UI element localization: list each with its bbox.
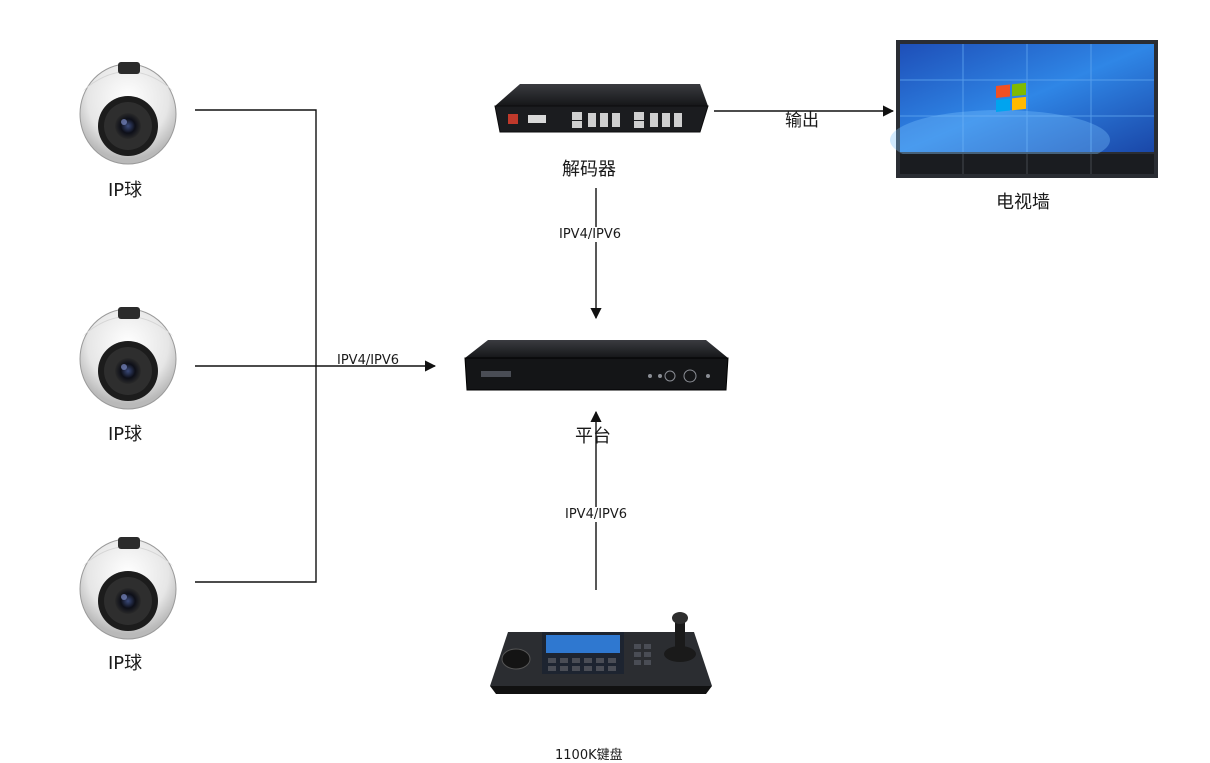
link-label-decoder: IPV4/IPV6 bbox=[559, 227, 622, 242]
control-keyboard-icon bbox=[490, 612, 712, 694]
dome-camera-icon bbox=[79, 307, 177, 410]
dome-camera-icon bbox=[79, 537, 177, 640]
dome-camera-icon bbox=[79, 62, 177, 165]
keyboard-label: 1100K键盘 bbox=[555, 748, 623, 763]
nvr-platform-icon bbox=[464, 340, 729, 391]
camera-bus-lines bbox=[195, 109, 437, 583]
link-label-cameras: IPV4/IPV6 bbox=[337, 353, 400, 368]
link-label-output: 输出 bbox=[785, 111, 819, 131]
camera-2-label: IP球 bbox=[108, 424, 143, 445]
camera-1-link bbox=[195, 109, 317, 583]
camera-1 bbox=[79, 62, 177, 165]
video-wall-icon bbox=[890, 40, 1158, 178]
camera-1-label: IP球 bbox=[108, 180, 143, 201]
camera-3-label: IP球 bbox=[108, 653, 143, 674]
rack-decoder-icon bbox=[494, 84, 709, 133]
link-label-keyboard: IPV4/IPV6 bbox=[565, 507, 628, 522]
camera-3 bbox=[79, 537, 177, 640]
platform-label: 平台 bbox=[575, 426, 611, 447]
videowall-label: 电视墙 bbox=[996, 192, 1050, 213]
decoder-label: 解码器 bbox=[562, 159, 616, 180]
camera-2 bbox=[79, 307, 177, 410]
